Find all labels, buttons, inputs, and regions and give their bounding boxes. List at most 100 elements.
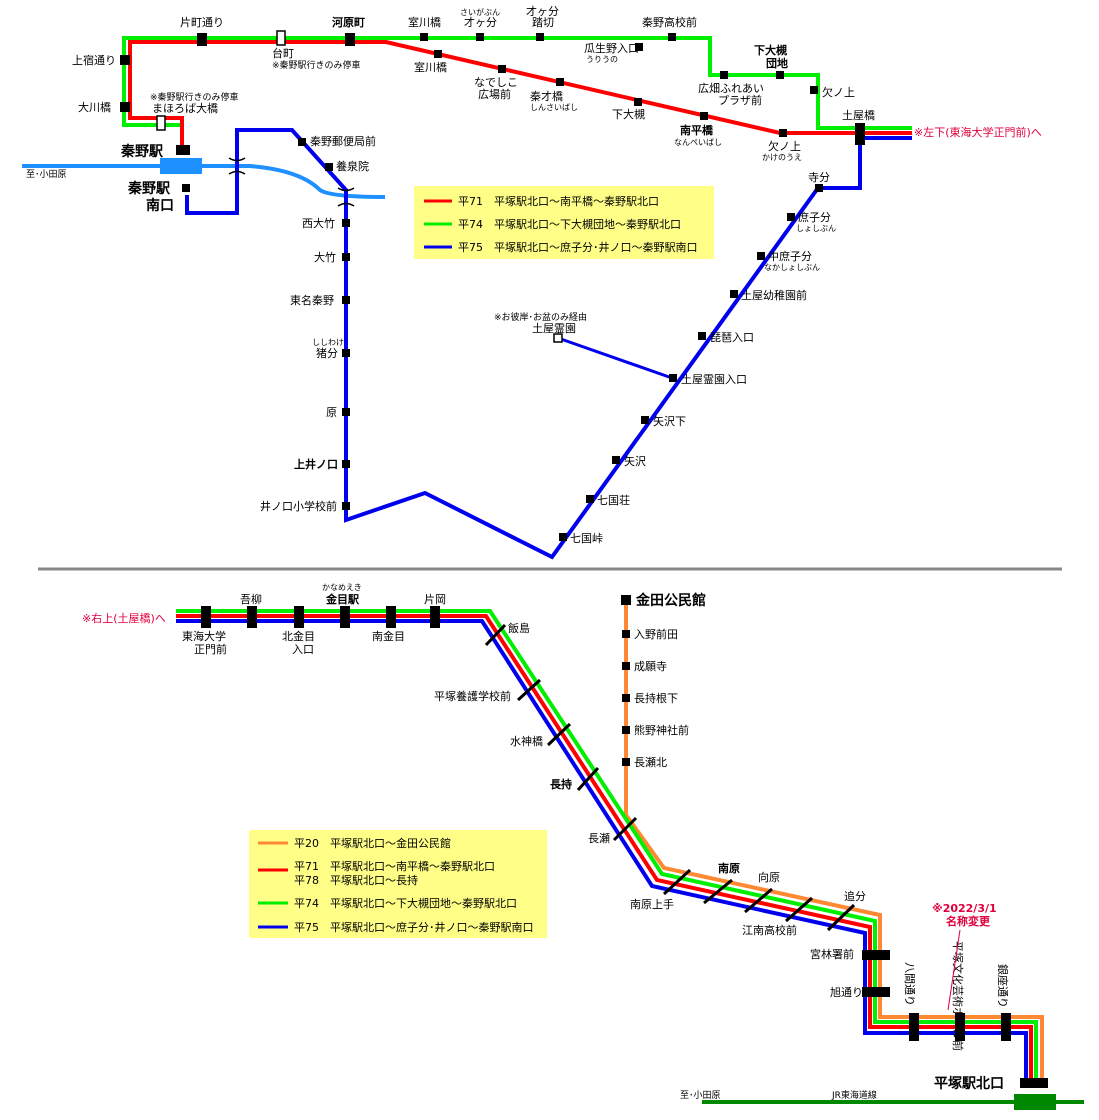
stop-kitakaname-2: 入口 [292,643,314,656]
stop-hara: 原 [326,406,337,419]
stop-nanpei: 南平橋 [680,123,714,137]
stop-nanakunitoge: 七国峠 [570,531,603,545]
stop-yogo-school: 平塚養護学校前 [434,689,511,703]
stop-minamikaname: 南金目 [372,629,405,643]
route-71-bottom [176,614,1033,1080]
note-right-out: ※右上(土屋橋)へ [82,611,166,625]
stop-saigabun-fumikiri-1: 才ヶ分 [526,4,559,18]
route-74-bottom [176,609,1038,1080]
stop-kaname-kana: かなめえき [322,583,362,592]
stop-nishiotake: 西大竹 [302,216,335,230]
stop-konan-hs: 江南高校前 [742,923,797,937]
stop-murokawa-top: 室川橋 [408,15,441,29]
stop-minamihara: 南原 [718,861,740,875]
stop-kamijuku: 上宿通り [72,53,116,67]
stop-yosenin: 養泉院 [336,159,369,173]
bottom-diagonal-stop-bars [484,623,856,932]
stop-aoyagi: 吾柳 [240,592,262,606]
stop-hirohata-2: プラザ前 [718,93,762,107]
stop-nagasekita: 長瀬北 [634,755,667,769]
hadano-station-block [160,158,202,174]
stop-biwairi: 琵琶入口 [710,331,754,344]
railway-crossing-marks [228,157,355,207]
bottom-legend: 平20 平塚駅北口～金田公民館 平71 平塚駅北口～南平橋～秦野駅北口 平78 … [249,830,547,938]
stop-mukaihara: 向原 [758,870,780,884]
stop-oiwake: 追分 [844,889,866,903]
stop-nadeshiko-1: なでしこ [474,76,518,89]
stop-kaname-eki: 金目駅 [325,592,359,606]
stop-kataoka: 片岡 [424,593,446,606]
stop-otake: 大竹 [314,250,336,264]
top-legend-74: 平74 平塚駅北口～下大槻団地～秦野駅北口 [458,217,681,231]
stop-nanakuniso: 七国荘 [597,494,630,507]
stop-kawaramachi: 河原町 [332,15,365,29]
stop-suijinbashi: 水神橋 [510,734,543,748]
stop-shinsai: 秦才橋 [530,89,563,103]
stop-shoshibun: 庶子分 [798,210,831,224]
route-75-bottom [176,619,1028,1080]
stop-minamihara-kamite: 南原上手 [630,897,674,911]
bottom-stop-markers [201,595,1048,1088]
stop-shoshibun-kana: しょしぶん [796,224,836,233]
stop-nagase: 長瀬 [588,831,610,845]
hadano-south-label-1: 秦野駅 [127,180,171,197]
note-mahoroba-2: まほろば大橋 [152,101,218,115]
stop-kakenoue-kana: かけのうえ [762,153,802,162]
bottom-legend-20: 平20 平塚駅北口～金田公民館 [294,836,451,850]
stop-kitakaname-1: 北金目 [282,629,315,643]
bottom-legend-74: 平74 平塚駅北口～下大槻団地～秦野駅北口 [294,896,517,910]
hiratsuka-station-block [1014,1094,1056,1110]
stop-kumano-jinja: 熊野神社前 [634,723,689,737]
stop-murokawa-red: 室川橋 [414,60,447,74]
odakyu-line-top [22,164,386,199]
stop-uriuno-kana: うりうの [586,55,618,64]
stop-hadano-post: 秦野郵便局前 [310,134,376,148]
stop-ginzadori: 銀座通り [996,964,1010,1008]
odakyu-label-bottom: 至･小田原 [680,1090,721,1101]
stop-iijima: 飯島 [508,621,530,635]
stop-nanpei-kana: なんぺいばし [674,138,722,147]
stop-tomei-hadano: 東名秦野 [290,293,334,307]
stop-katamachi: 片町通り [180,16,224,29]
stop-eirinsho: 宮林署前 [810,947,854,961]
stop-saigabun: 才ヶ分 [464,15,497,29]
route-74-top [122,36,912,150]
stop-hadano-hs: 秦野高校前 [642,15,697,29]
stop-tokai-univ-2: 正門前 [194,642,227,656]
route-20 [624,600,1044,1080]
stop-saigabun-fumikiri-2: 踏切 [532,15,554,29]
jr-label: JR東海道線 [831,1089,877,1101]
stop-shimoootsuki-danchi-2: 団地 [766,56,788,70]
stop-terabun: 寺分 [808,171,830,184]
stop-kaneda-kominkan: 金田公民館 [635,592,706,609]
hadano-station-label: 秦野駅 [120,143,164,160]
stop-nagamochi-neshita: 長持根下 [634,691,678,705]
stop-nagamochi: 長持 [550,777,572,791]
top-legend: 平71 平塚駅北口～南平橋～秦野駅北口 平74 平塚駅北口～下大槻団地～秦野駅北… [414,186,714,259]
bottom-legend-75: 平75 平塚駅北口～庶子分･井ノ口～秦野駅南口 [294,920,534,934]
stop-daimachi: 台町 [272,46,294,60]
rename-pointer-line [947,929,961,1011]
rename-note-2: 名称変更 [946,914,991,928]
stop-kakenoue-green: 欠ノ上 [822,85,855,99]
stop-irinomaeda: 入野前田 [634,627,678,641]
stop-kakenoue-red: 欠ノ上 [768,139,801,153]
top-open-stop-markers [156,30,563,343]
stop-uriuno: 瓜生野入口 [584,41,639,55]
route-71-top [128,40,912,150]
stop-tokai-univ-1: 東海大学 [182,629,226,643]
stop-okawabashi: 大川橋 [78,100,111,114]
stop-yazawashita: 矢沢下 [653,414,686,428]
top-legend-71: 平71 平塚駅北口～南平橋～秦野駅北口 [458,194,659,208]
note-mahoroba-1: ※秦野駅行きのみ停車 [150,91,239,103]
note-reien-2: 土屋霊園 [532,322,576,335]
bottom-legend-71: 平71 平塚駅北口～南平橋～秦野駅北口 [294,859,495,873]
stop-shishiwake: 猪分 [316,347,338,360]
stop-saigabun-kana: さいがぶん [460,7,500,17]
route-75-top [185,128,912,560]
stop-bunka-hall: 平塚文化芸術ホール前 [951,941,965,1051]
note-reien-1: ※お彼岸･お盆のみ経由 [494,311,587,323]
route-75-reien-branch [557,336,673,380]
note-left-out: ※左下(東海大学正門前)へ [914,125,1042,139]
odakyu-label-top: 至･小田原 [26,169,67,180]
